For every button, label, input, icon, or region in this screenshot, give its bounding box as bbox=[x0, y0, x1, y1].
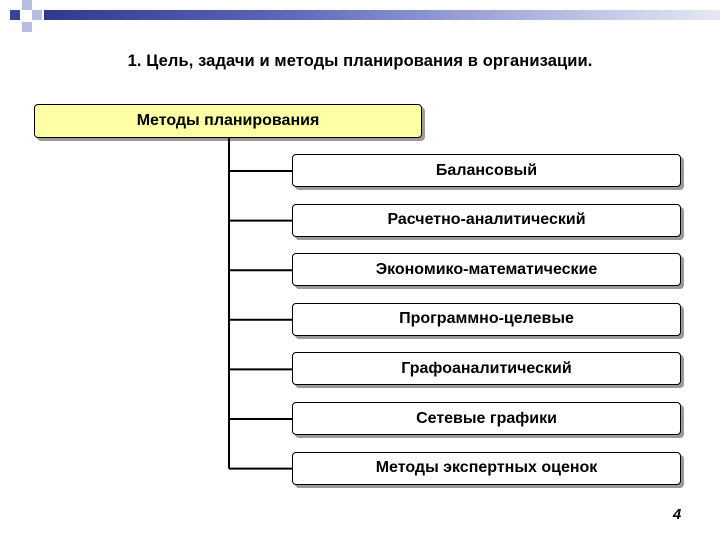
method-node-label: Экономико-математические bbox=[375, 260, 598, 278]
decorative-squares bbox=[0, 0, 60, 40]
method-node-label: Методы экспертных оценок bbox=[375, 459, 598, 477]
method-node: Сетевые графики bbox=[292, 402, 681, 435]
method-node: Методы экспертных оценок bbox=[292, 451, 681, 485]
method-node-label: Балансовый bbox=[435, 161, 538, 179]
method-node-label: Графоаналитический bbox=[401, 359, 572, 377]
method-node: Программно-целевые bbox=[292, 302, 681, 336]
root-node-label: Методы планирования bbox=[136, 112, 320, 129]
deco-square bbox=[22, 0, 32, 10]
page-number: 4 bbox=[672, 506, 682, 523]
deco-square bbox=[10, 10, 20, 20]
page-title: 1. Цель, задачи и методы планирования в … bbox=[127, 52, 593, 70]
deco-square bbox=[32, 10, 42, 20]
method-node: Экономико-математические bbox=[292, 253, 681, 287]
method-node: Расчетно-аналитический bbox=[292, 203, 681, 237]
root-node: Методы планирования bbox=[34, 104, 422, 138]
method-node-label: Расчетно-аналитический bbox=[387, 211, 586, 229]
method-node-label: Сетевые графики bbox=[416, 409, 557, 427]
header-band bbox=[44, 10, 720, 20]
deco-square bbox=[22, 22, 32, 32]
method-node-label: Программно-целевые bbox=[399, 310, 574, 328]
method-node: Графоаналитический bbox=[292, 352, 681, 386]
method-node: Балансовый bbox=[292, 154, 681, 187]
